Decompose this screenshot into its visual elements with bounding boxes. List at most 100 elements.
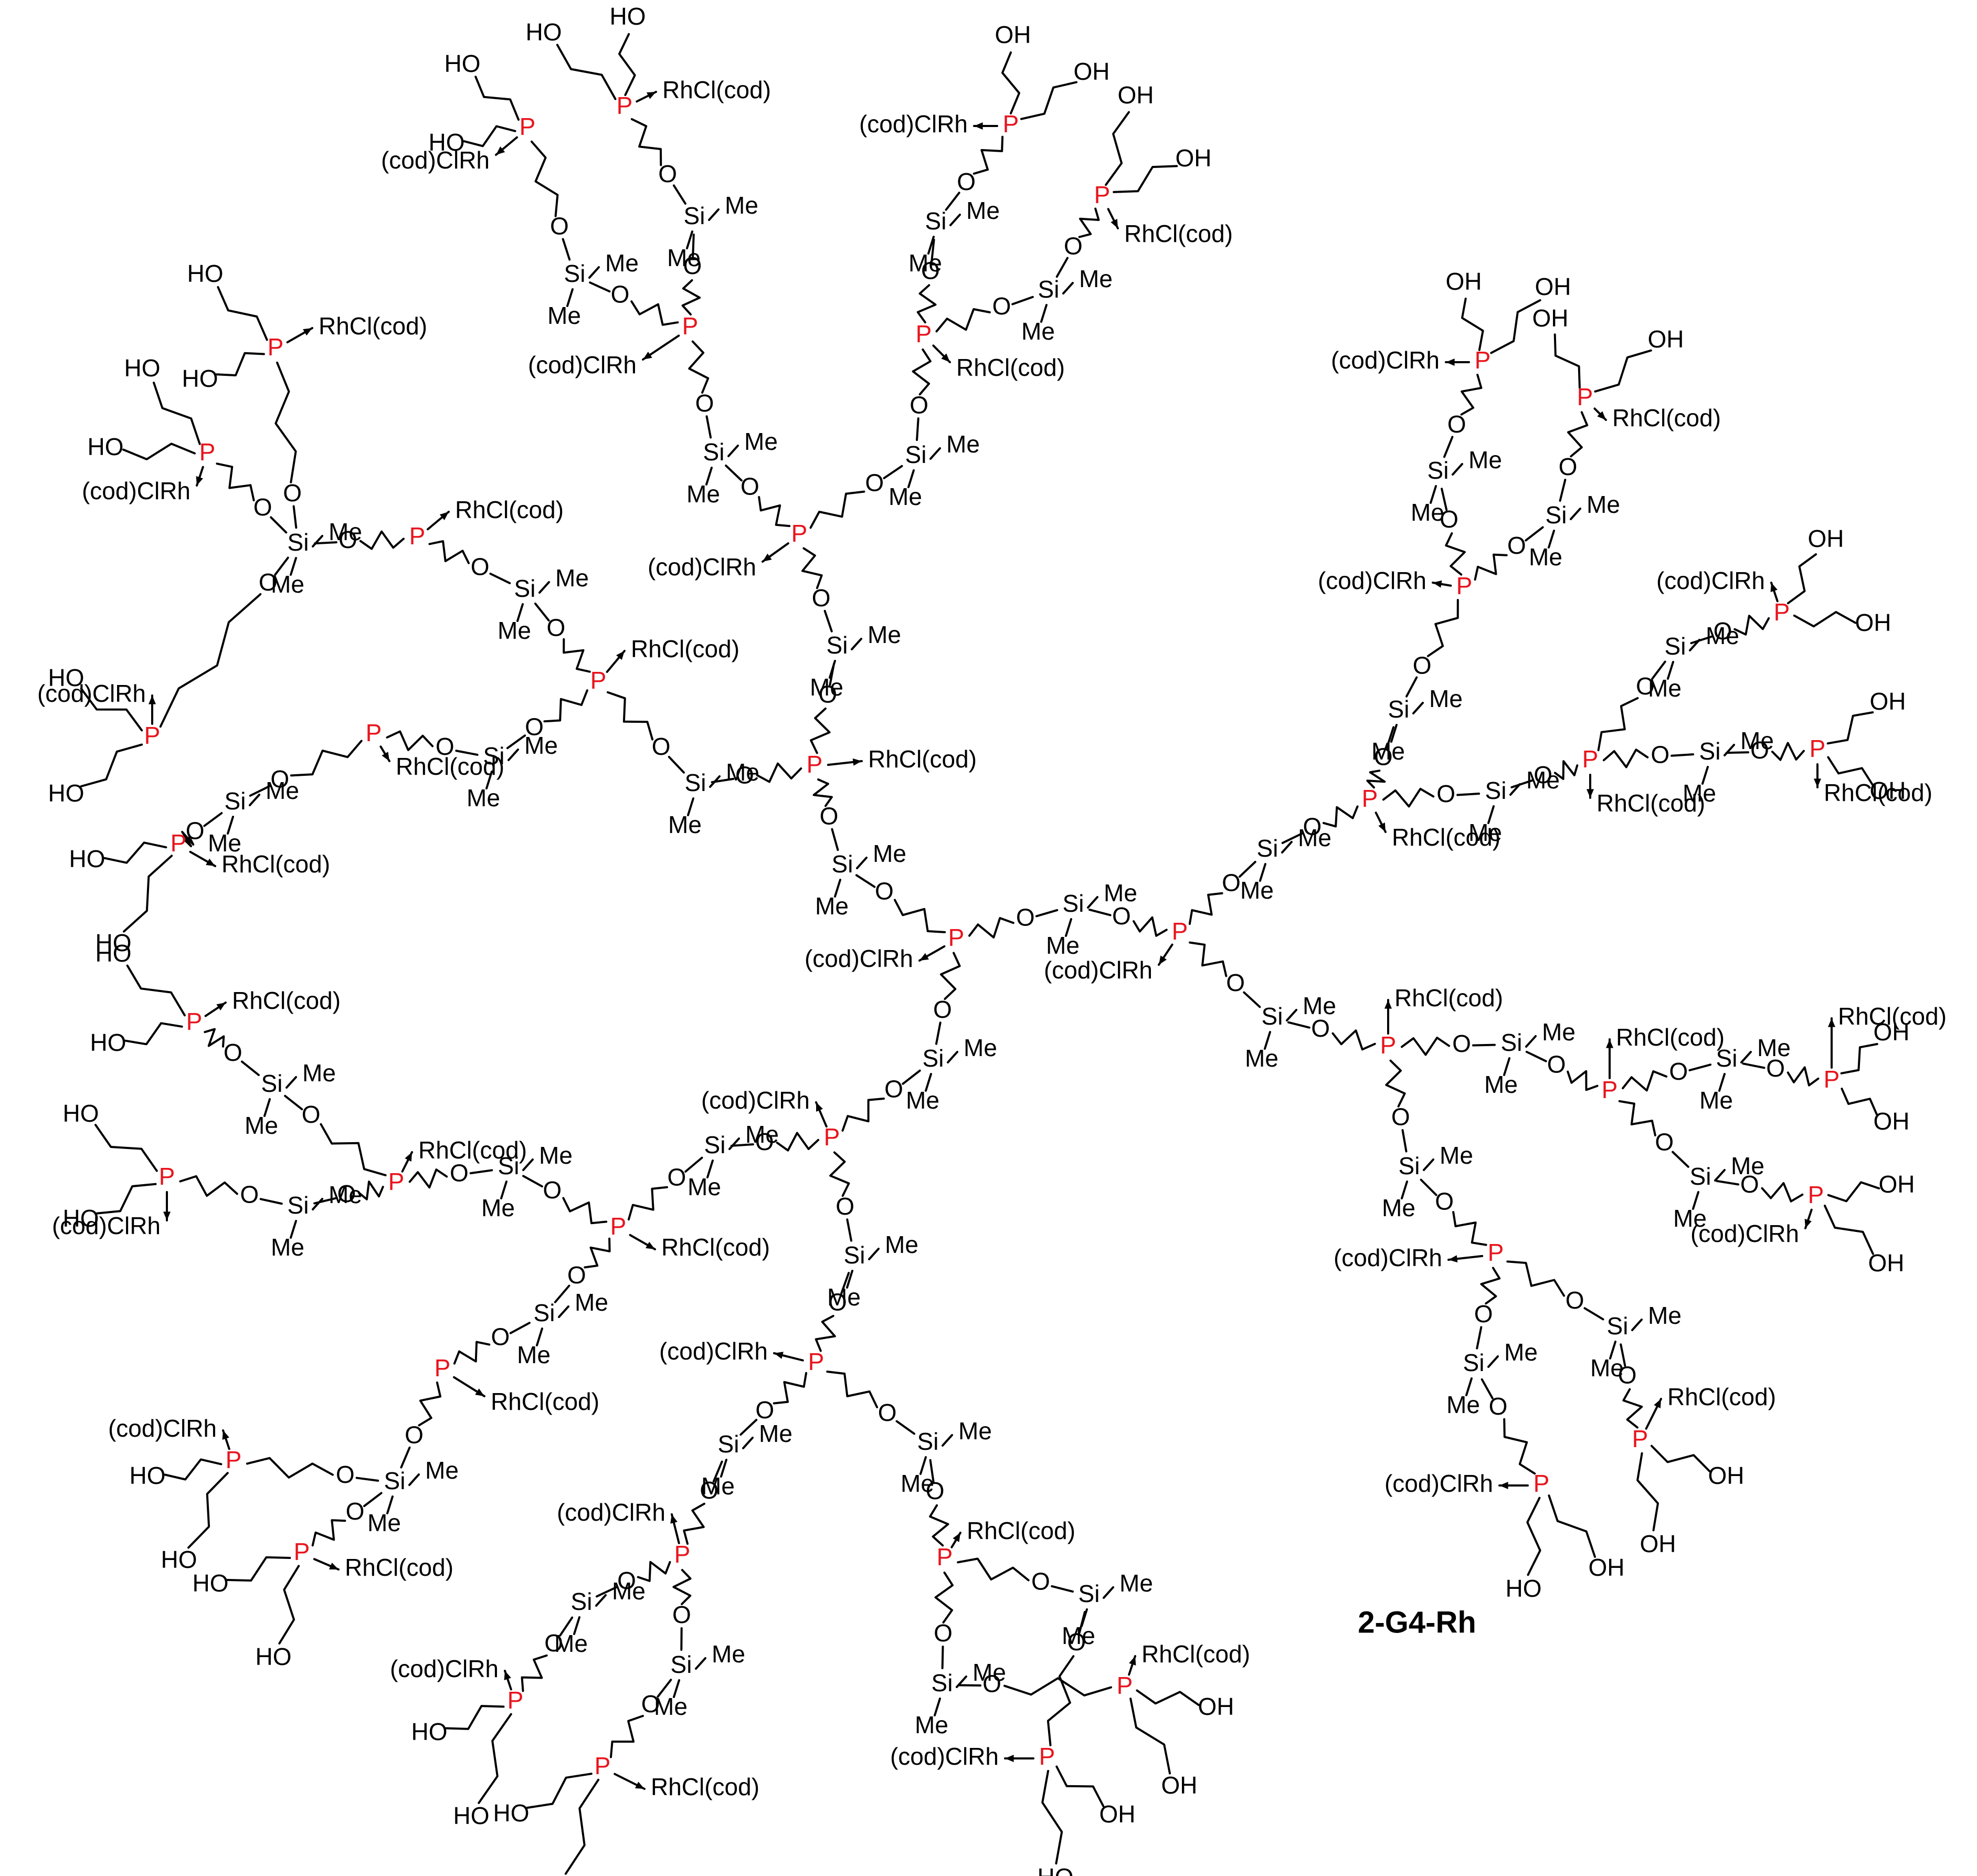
hydroxyl-group: OH: [1532, 304, 1569, 332]
bond-line: [949, 214, 961, 226]
phosphorus-atom: P: [808, 1348, 824, 1375]
alkyl-chain: [1020, 81, 1077, 120]
bond-line: [945, 192, 960, 211]
rhodium-complex-label: (cod)ClRh: [859, 110, 968, 138]
bond-line: [249, 785, 271, 797]
methyl-group: Me: [868, 621, 901, 648]
phosphorus-atom: P: [159, 1163, 175, 1190]
bond-line: [855, 874, 876, 888]
methyl-group: Me: [1446, 1391, 1480, 1418]
rhodium-complex-label: (cod)ClRh: [1044, 956, 1153, 984]
oxygen-atom: O: [667, 1163, 686, 1190]
arrowhead: [974, 122, 983, 130]
bond-line: [1456, 792, 1481, 796]
bond-line: [1078, 1610, 1086, 1634]
arrowhead: [1499, 1481, 1508, 1490]
phosphorus-atom: P: [617, 92, 633, 119]
bond-line: [566, 288, 574, 307]
bond-line: [284, 1094, 303, 1111]
alkyl-chain: [610, 1715, 644, 1758]
phosphorus-atom: P: [1488, 1239, 1504, 1266]
rhodium-complex-label: RhCl(cod): [491, 1388, 599, 1415]
alkyl-chain: [929, 1504, 949, 1547]
silicon-atom: Si: [905, 441, 927, 468]
rhodium-complex-label: RhCl(cod): [1824, 779, 1932, 806]
oxygen-atom: O: [1714, 617, 1732, 645]
methyl-group: Me: [701, 1472, 735, 1500]
alkyl-chain: [563, 638, 591, 673]
alkyl-chain: [637, 1561, 671, 1582]
alkyl-chain: [672, 1569, 692, 1605]
alkyl-chain: [386, 730, 434, 751]
phosphorus-atom: P: [807, 751, 823, 778]
phosphorus-atom: P: [1808, 1181, 1824, 1208]
bond-lines: [80, 33, 1880, 1875]
arrowhead: [1384, 1000, 1392, 1009]
hydroxyl-group: OH: [1074, 58, 1110, 85]
alkyl-chain: [80, 688, 143, 732]
hydroxyl-group: OH: [1868, 1249, 1905, 1277]
rhodium-complex-label: RhCl(cod): [956, 354, 1065, 381]
phosphorus-atom: P: [199, 438, 216, 466]
alkyl-chain: [478, 1713, 512, 1804]
arrowhead: [1378, 823, 1386, 832]
arrowhead: [1433, 580, 1442, 588]
alkyl-chain: [935, 308, 991, 333]
bond-line: [292, 505, 298, 529]
arrowhead: [643, 351, 652, 360]
alkyl-chain: [103, 841, 167, 864]
phosphorus-atom: P: [1582, 745, 1599, 773]
methyl-group: Me: [245, 1112, 278, 1139]
bond-line: [711, 777, 735, 784]
alkyl-chain: [453, 1341, 491, 1365]
oxygen-atom: O: [921, 257, 940, 284]
methyl-group: Me: [654, 1693, 688, 1720]
alkyl-chain: [445, 1705, 505, 1730]
oxygen-atom: O: [1413, 651, 1432, 679]
rhodium-complex-label: (cod)ClRh: [1384, 1470, 1493, 1497]
silicon-atom: Si: [1485, 777, 1507, 804]
bond-line: [1672, 1151, 1689, 1168]
arrowhead: [1005, 1754, 1014, 1763]
oxygen-atom: O: [934, 1619, 953, 1647]
methyl-group: Me: [1683, 779, 1716, 807]
methyl-group: Me: [1046, 932, 1080, 959]
bond-line: [856, 857, 868, 869]
alkyl-chain: [912, 348, 932, 396]
hydroxyl-group: HO: [429, 129, 465, 156]
oxygen-atom: O: [1016, 904, 1035, 931]
rhodium-complex-label: RhCl(cod): [868, 745, 977, 773]
oxygen-atom: O: [957, 168, 976, 195]
methyl-group: Me: [712, 1640, 745, 1668]
alkyl-chain: [1366, 770, 1386, 789]
arrowhead: [1129, 1656, 1136, 1666]
rhodium-complex-label: (cod)ClRh: [1690, 1220, 1799, 1247]
silicon-atom: Si: [685, 769, 706, 796]
bond-line: [1472, 1044, 1496, 1047]
rhodium-complex-label: RhCl(cod): [631, 635, 739, 662]
silicon-atom: Si: [827, 631, 848, 659]
methyl-group: Me: [966, 197, 1000, 224]
alkyl-chain: [1445, 532, 1466, 576]
arrowhead: [475, 1388, 484, 1396]
hydroxyl-group: OH: [1176, 144, 1212, 172]
alkyl-chain: [564, 1778, 600, 1875]
bond-line: [203, 812, 223, 827]
alkyl-chain: [940, 952, 961, 1000]
bond-line: [883, 465, 903, 479]
bond-line: [363, 1492, 383, 1508]
bond-line: [1525, 526, 1544, 542]
alkyl-chain: [810, 707, 831, 754]
bond-line: [929, 447, 941, 460]
bond-line: [1583, 1307, 1604, 1321]
methyl-group: Me: [605, 249, 639, 277]
methyl-group: Me: [668, 811, 702, 838]
rhodium-complex-label: (cod)ClRh: [52, 1212, 161, 1239]
alkyl-chain: [618, 33, 636, 96]
methyl-group: Me: [1429, 685, 1463, 712]
bond-line: [695, 1657, 706, 1670]
oxygen-atom: O: [1222, 869, 1241, 896]
alkyl-chain: [957, 1557, 1030, 1582]
hydroxyl-group: OH: [1870, 688, 1906, 715]
oxygen-atom: O: [982, 1670, 1001, 1698]
